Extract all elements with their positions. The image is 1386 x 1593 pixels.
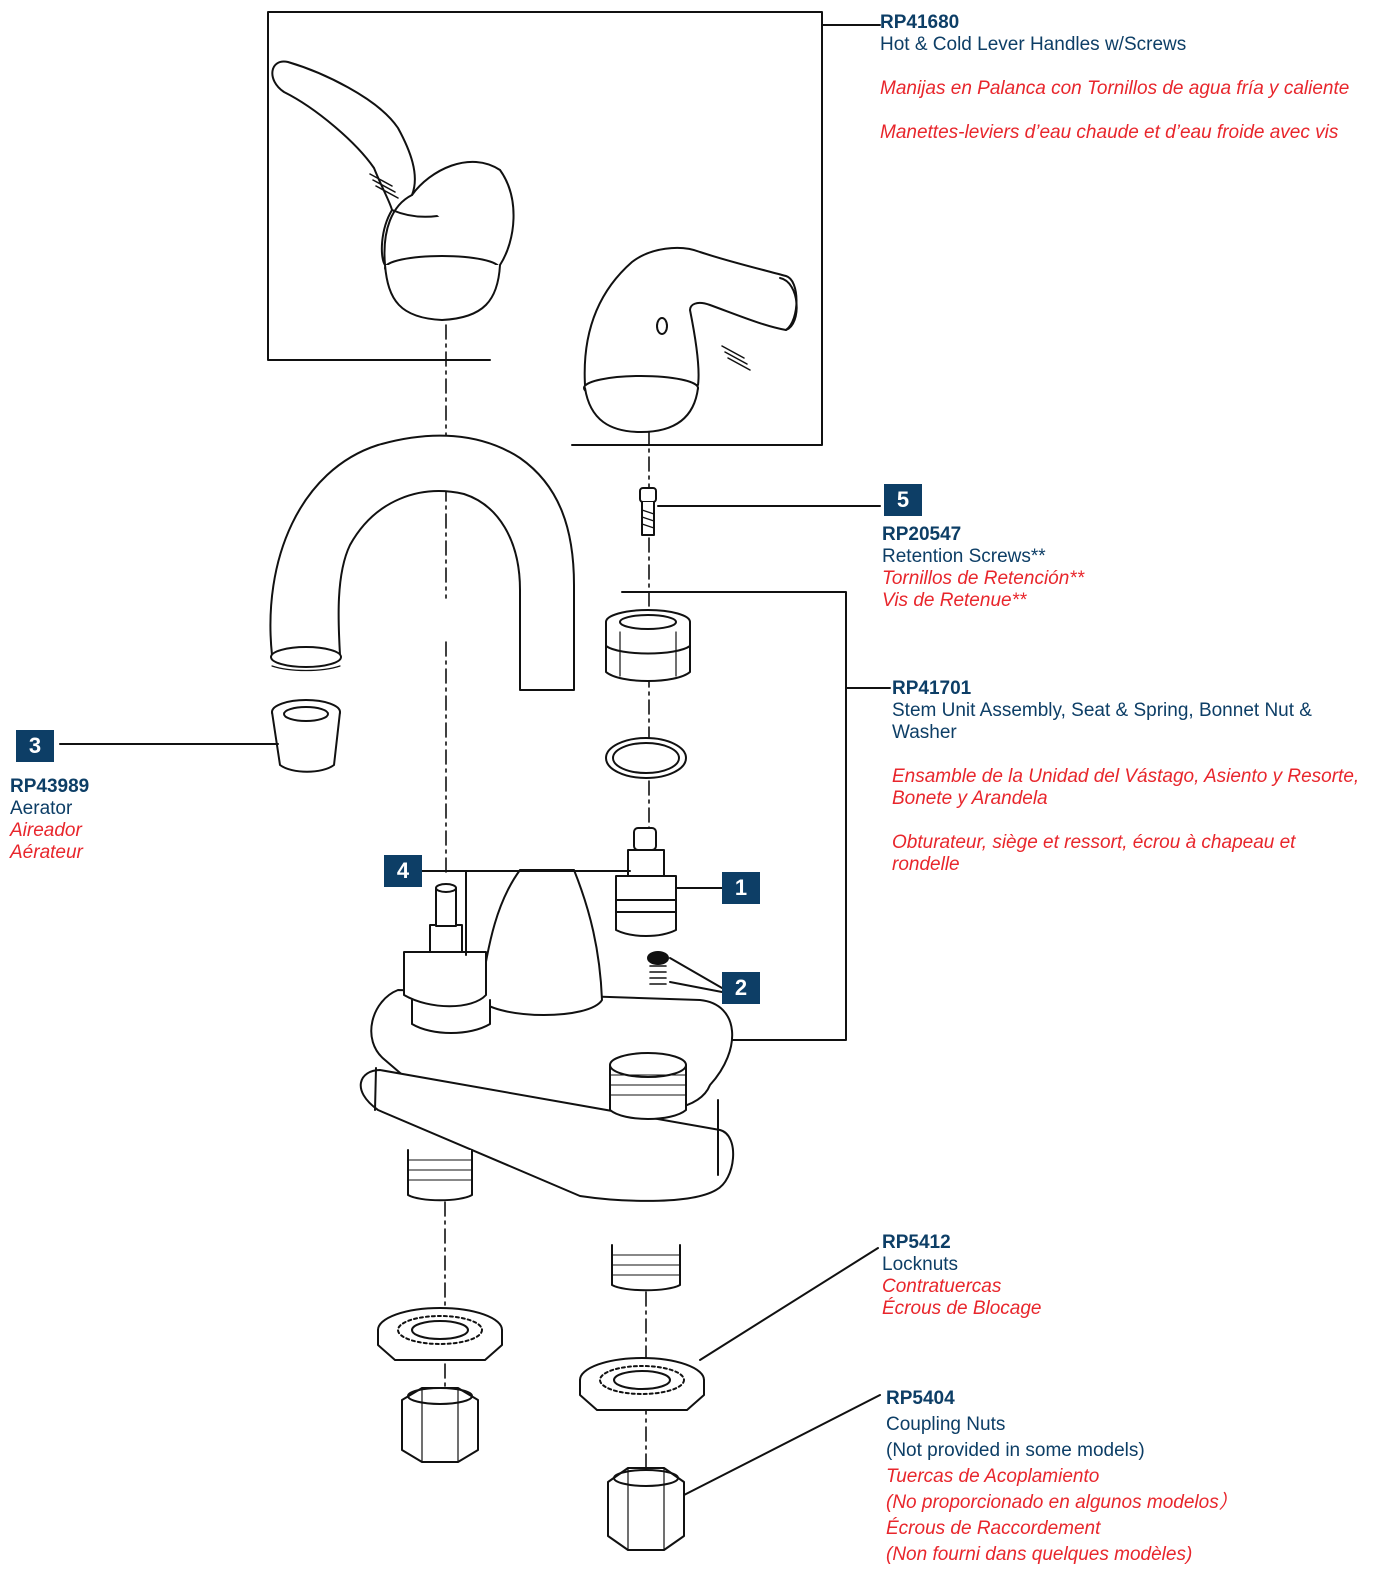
french-description: Vis de Retenue** (882, 590, 1027, 611)
part-number: RP41701 (892, 678, 972, 699)
french-description: Écrous de Raccordement (886, 1518, 1101, 1539)
label-handles: RP41680 Hot & Cold Lever Handles w/Screw… (880, 12, 1360, 144)
stem-bracket (621, 591, 847, 1041)
callout-2-leader-a (669, 957, 723, 989)
cartridge-drawing (615, 827, 677, 937)
english-description: Locknuts (882, 1254, 959, 1275)
english-description: Aerator (10, 798, 73, 819)
label-stem-unit: RP41701 Stem Unit Assembly, Seat & Sprin… (892, 678, 1362, 876)
label-locknuts: RP5412 Locknuts Contratuercas Écrous de … (882, 1232, 1302, 1320)
callout-1-badge: 1 (722, 872, 760, 904)
coupling-nuts-leader (683, 1394, 881, 1496)
label-aerator: RP43989 Aerator Aireador Aérateur (10, 776, 260, 864)
washer-drawing (605, 737, 687, 779)
part-number: RP5412 (882, 1232, 951, 1253)
handles-bracket (267, 11, 823, 446)
label-coupling-nuts: RP5404 Coupling Nuts (Not provided in so… (886, 1386, 1366, 1568)
english-note: (Not provided in some models) (886, 1440, 1145, 1461)
part-number: RP41680 (880, 12, 960, 33)
locknut-right-drawing (579, 1357, 705, 1411)
callout-4-badge: 4 (384, 855, 422, 887)
locknuts-leader (699, 1247, 879, 1361)
aerator-drawing (271, 699, 341, 773)
french-description: Écrous de Blocage (882, 1298, 1042, 1319)
hot-lever-handle (271, 60, 515, 321)
part-number: RP5404 (886, 1388, 955, 1409)
spanish-description: Tuercas de Acoplamiento (886, 1466, 1100, 1487)
spout-drawing (269, 434, 575, 691)
callout-3-badge: 3 (16, 730, 54, 762)
english-description: Coupling Nuts (886, 1414, 1006, 1435)
part-number: RP43989 (10, 776, 90, 797)
retention-screw-drawing (639, 487, 657, 536)
label-retention-screws: RP20547 Retention Screws** Tornillos de … (882, 524, 1322, 612)
english-description: Hot & Cold Lever Handles w/Screws (880, 34, 1187, 55)
spanish-description: Aireador (10, 820, 82, 841)
spanish-description: Manijas en Palanca con Tornillos de agua… (880, 78, 1350, 99)
seat-spring-drawing (647, 951, 669, 985)
callout-5-badge: 5 (884, 484, 922, 516)
french-description: Obturateur, siège et ressort, écrou à ch… (892, 832, 1296, 875)
callout-2-leader-b (669, 981, 723, 993)
part-number: RP20547 (882, 524, 962, 545)
callout-2-badge: 2 (722, 972, 760, 1004)
english-description: Stem Unit Assembly, Seat & Spring, Bonne… (892, 700, 1312, 743)
spanish-note: (No proporcionado en algunos modelos） (886, 1492, 1238, 1513)
cold-lever-handle (583, 246, 798, 433)
coupling-nut-left-drawing (401, 1387, 479, 1463)
spanish-description: Tornillos de Retención** (882, 568, 1085, 589)
coupling-nut-right-drawing (607, 1467, 685, 1551)
spanish-description: Contratuercas (882, 1276, 1002, 1297)
locknut-left-drawing (377, 1307, 503, 1361)
english-description: Retention Screws** (882, 546, 1046, 567)
spanish-description: Ensamble de la Unidad del Vástago, Asien… (892, 766, 1360, 809)
french-note: (Non fourni dans quelques modèles) (886, 1544, 1193, 1565)
french-description: Manettes-leviers d’eau chaude et d’eau f… (880, 122, 1339, 143)
french-description: Aérateur (10, 842, 83, 863)
faucet-body-drawing (359, 869, 734, 1292)
bonnet-nut-drawing (605, 609, 691, 682)
